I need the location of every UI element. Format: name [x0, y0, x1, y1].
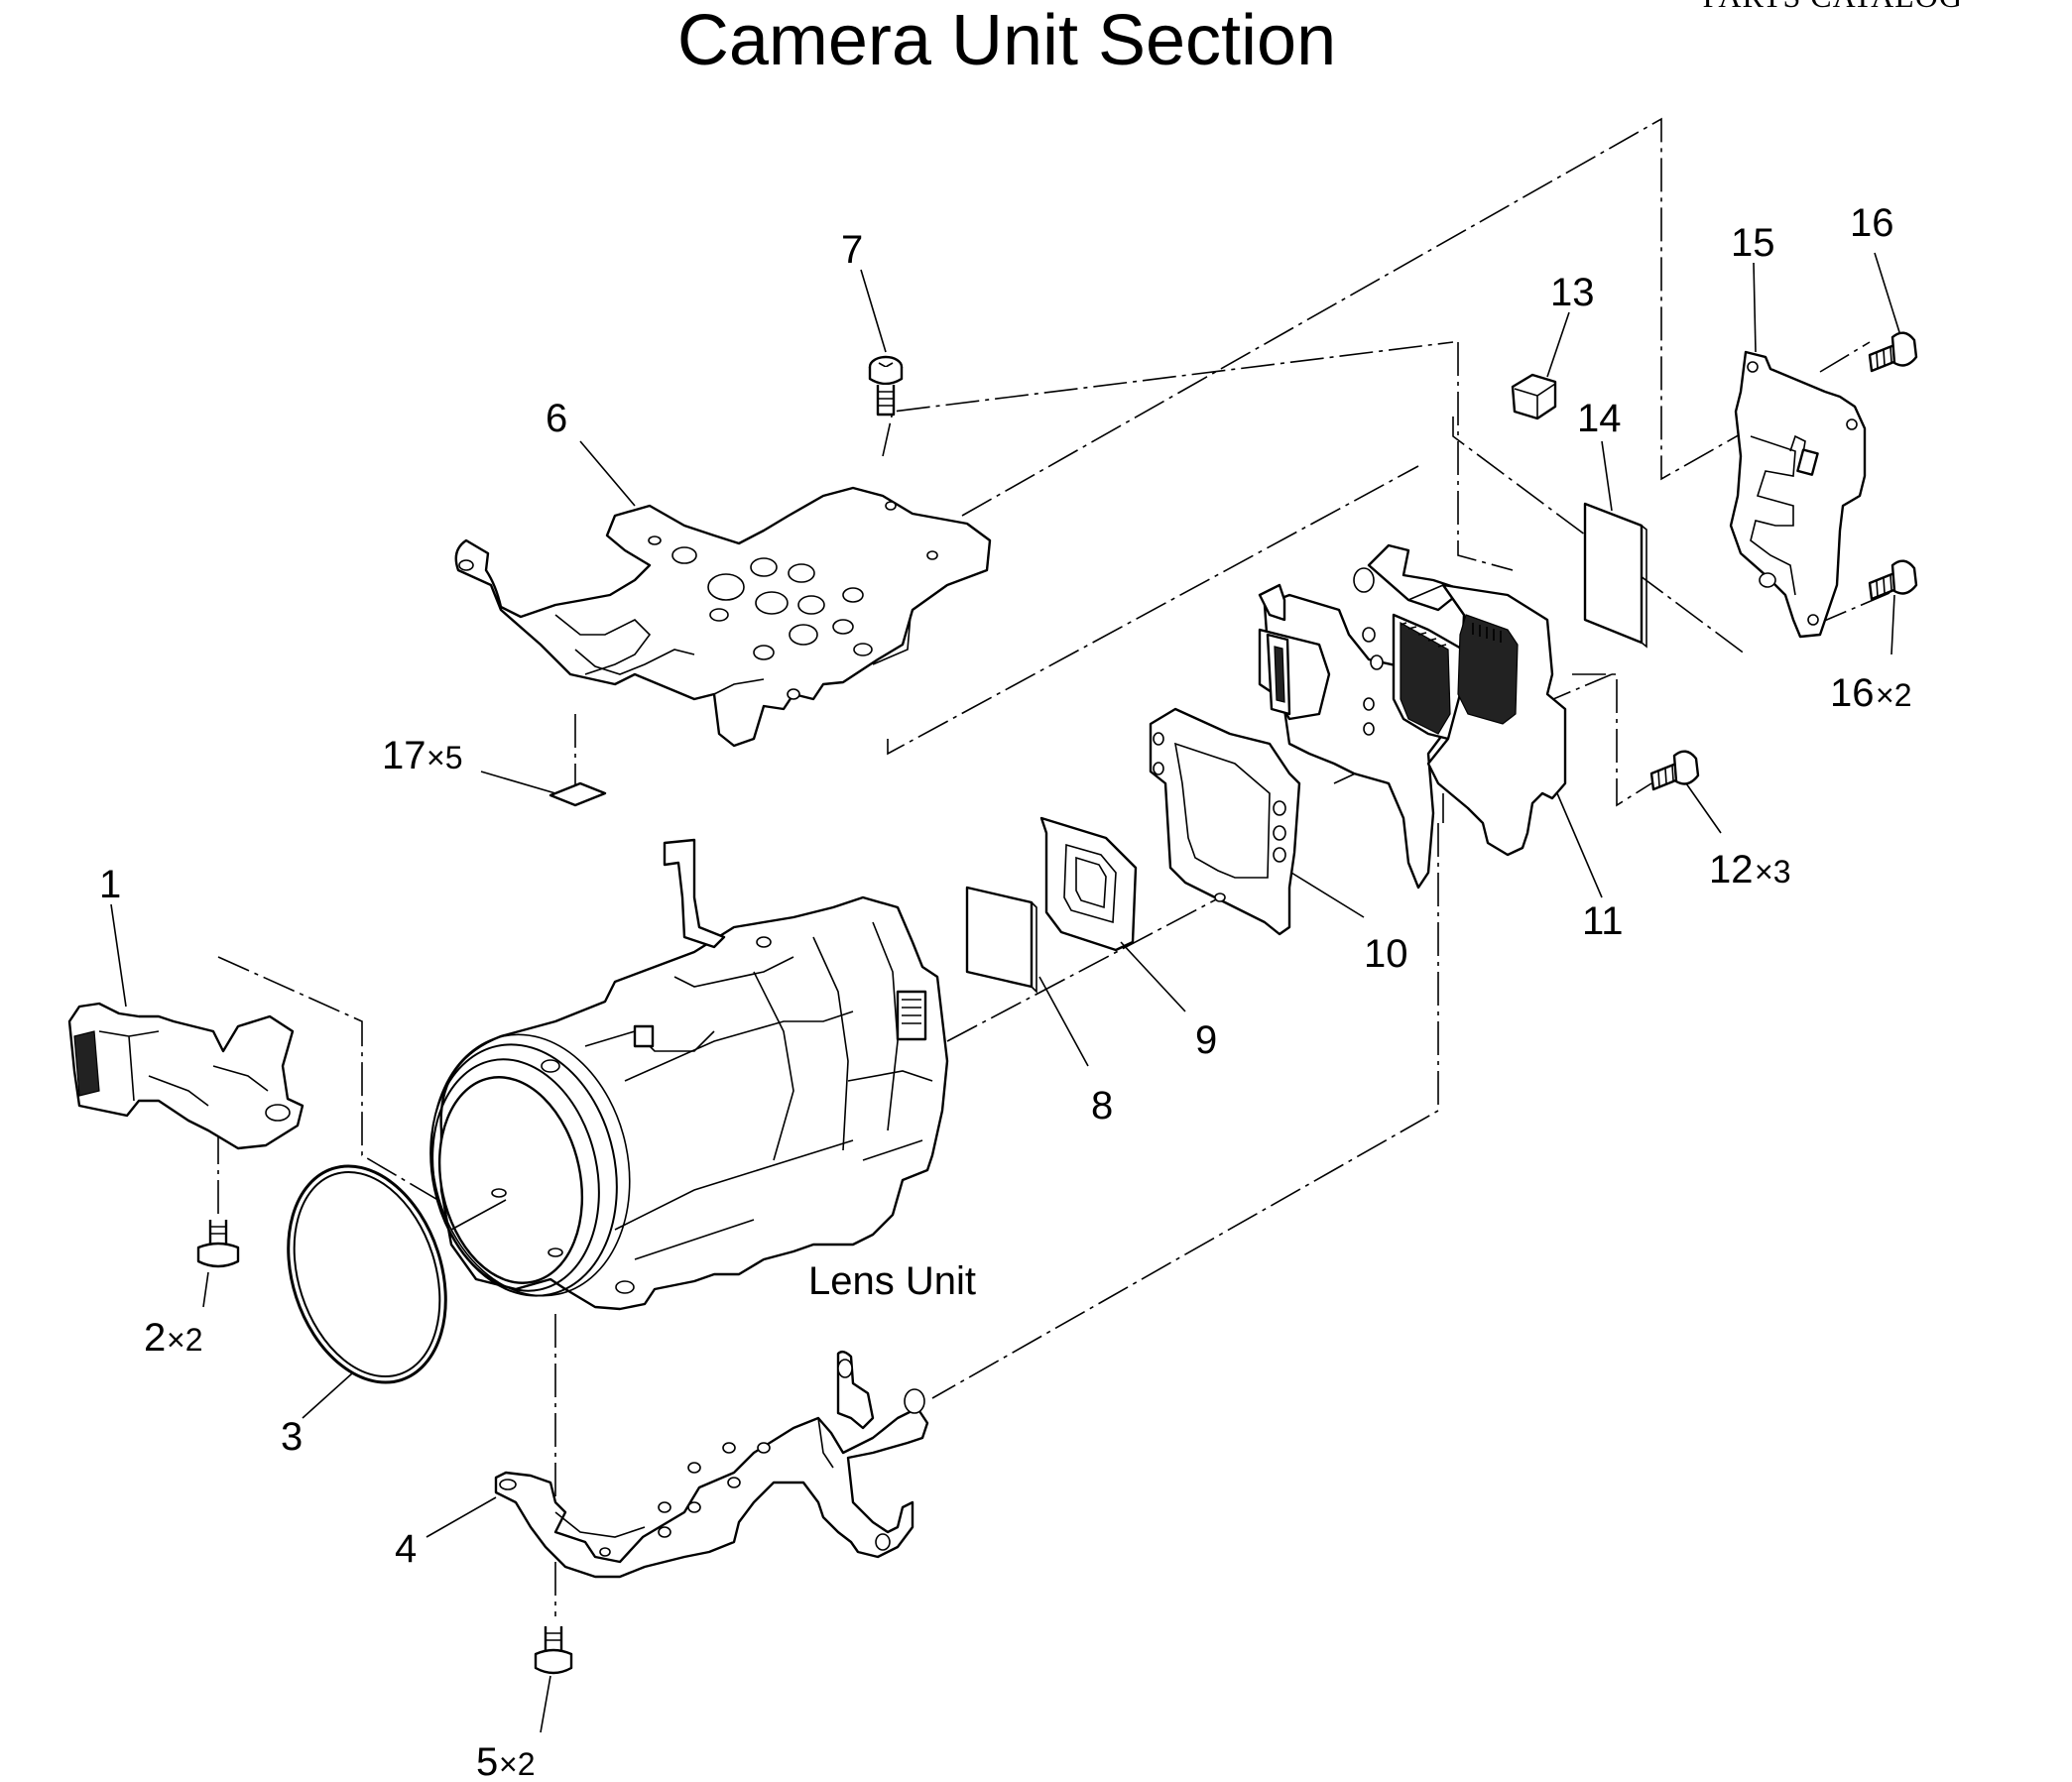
part-11-sensor-plate — [1258, 543, 1567, 890]
callout-12-qty: ×3 — [1755, 854, 1790, 890]
callout-4: 4 — [395, 1527, 417, 1571]
part-14-sheet — [1583, 502, 1647, 649]
part-16-screw-lower — [1868, 559, 1918, 601]
part-1-assembly — [67, 1002, 305, 1150]
callout-14: 14 — [1577, 397, 1622, 440]
part-4-bottom-bracket — [494, 1350, 929, 1579]
part-6-top-bracket — [454, 486, 992, 748]
callout-labels: 1 2 ×2 3 4 5 ×2 6 7 8 9 10 11 12 ×3 13 1… — [99, 201, 1911, 1782]
callout-11: 11 — [1582, 899, 1624, 943]
callout-3: 3 — [281, 1415, 303, 1459]
callout-16-lower: 16 — [1830, 671, 1875, 715]
part-17-tape — [548, 781, 607, 807]
callout-8: 8 — [1091, 1084, 1113, 1128]
part-3-ring — [287, 1164, 447, 1384]
part-7-screw — [868, 355, 904, 416]
callout-10: 10 — [1364, 932, 1408, 976]
page-title: Camera Unit Section — [676, 1, 1337, 80]
callout-13: 13 — [1550, 271, 1595, 314]
callout-5-qty: ×2 — [499, 1746, 535, 1782]
part-13-cube — [1511, 373, 1557, 420]
callout-16-lower-qty: ×2 — [1876, 677, 1911, 713]
callout-15: 15 — [1731, 221, 1775, 265]
callout-12: 12 — [1709, 848, 1754, 891]
part-12-screw — [1649, 750, 1700, 791]
catalog-label: PARTS CATALOG — [1703, 0, 1964, 15]
callout-2-qty: ×2 — [167, 1322, 202, 1358]
callout-16-upper: 16 — [1850, 201, 1894, 245]
part-5-screw — [534, 1626, 573, 1675]
callout-2: 2 — [144, 1316, 166, 1360]
callout-17-qty: ×5 — [427, 740, 462, 775]
lens-unit — [429, 838, 949, 1311]
callout-6: 6 — [546, 397, 567, 440]
part-10-frame — [1149, 707, 1301, 936]
part-9-gasket — [1039, 816, 1138, 952]
callout-9: 9 — [1195, 1018, 1217, 1062]
leader-lines — [110, 252, 1900, 1733]
callout-7: 7 — [841, 228, 863, 272]
part-2-screw — [196, 1220, 240, 1268]
part-8-filter — [965, 886, 1037, 994]
part-15-bracket — [1729, 350, 1867, 639]
callout-1: 1 — [99, 863, 121, 906]
callout-17: 17 — [382, 734, 427, 777]
part-16-screw-upper — [1868, 331, 1918, 373]
lens-unit-label: Lens Unit — [808, 1259, 976, 1303]
callout-5: 5 — [476, 1740, 498, 1782]
